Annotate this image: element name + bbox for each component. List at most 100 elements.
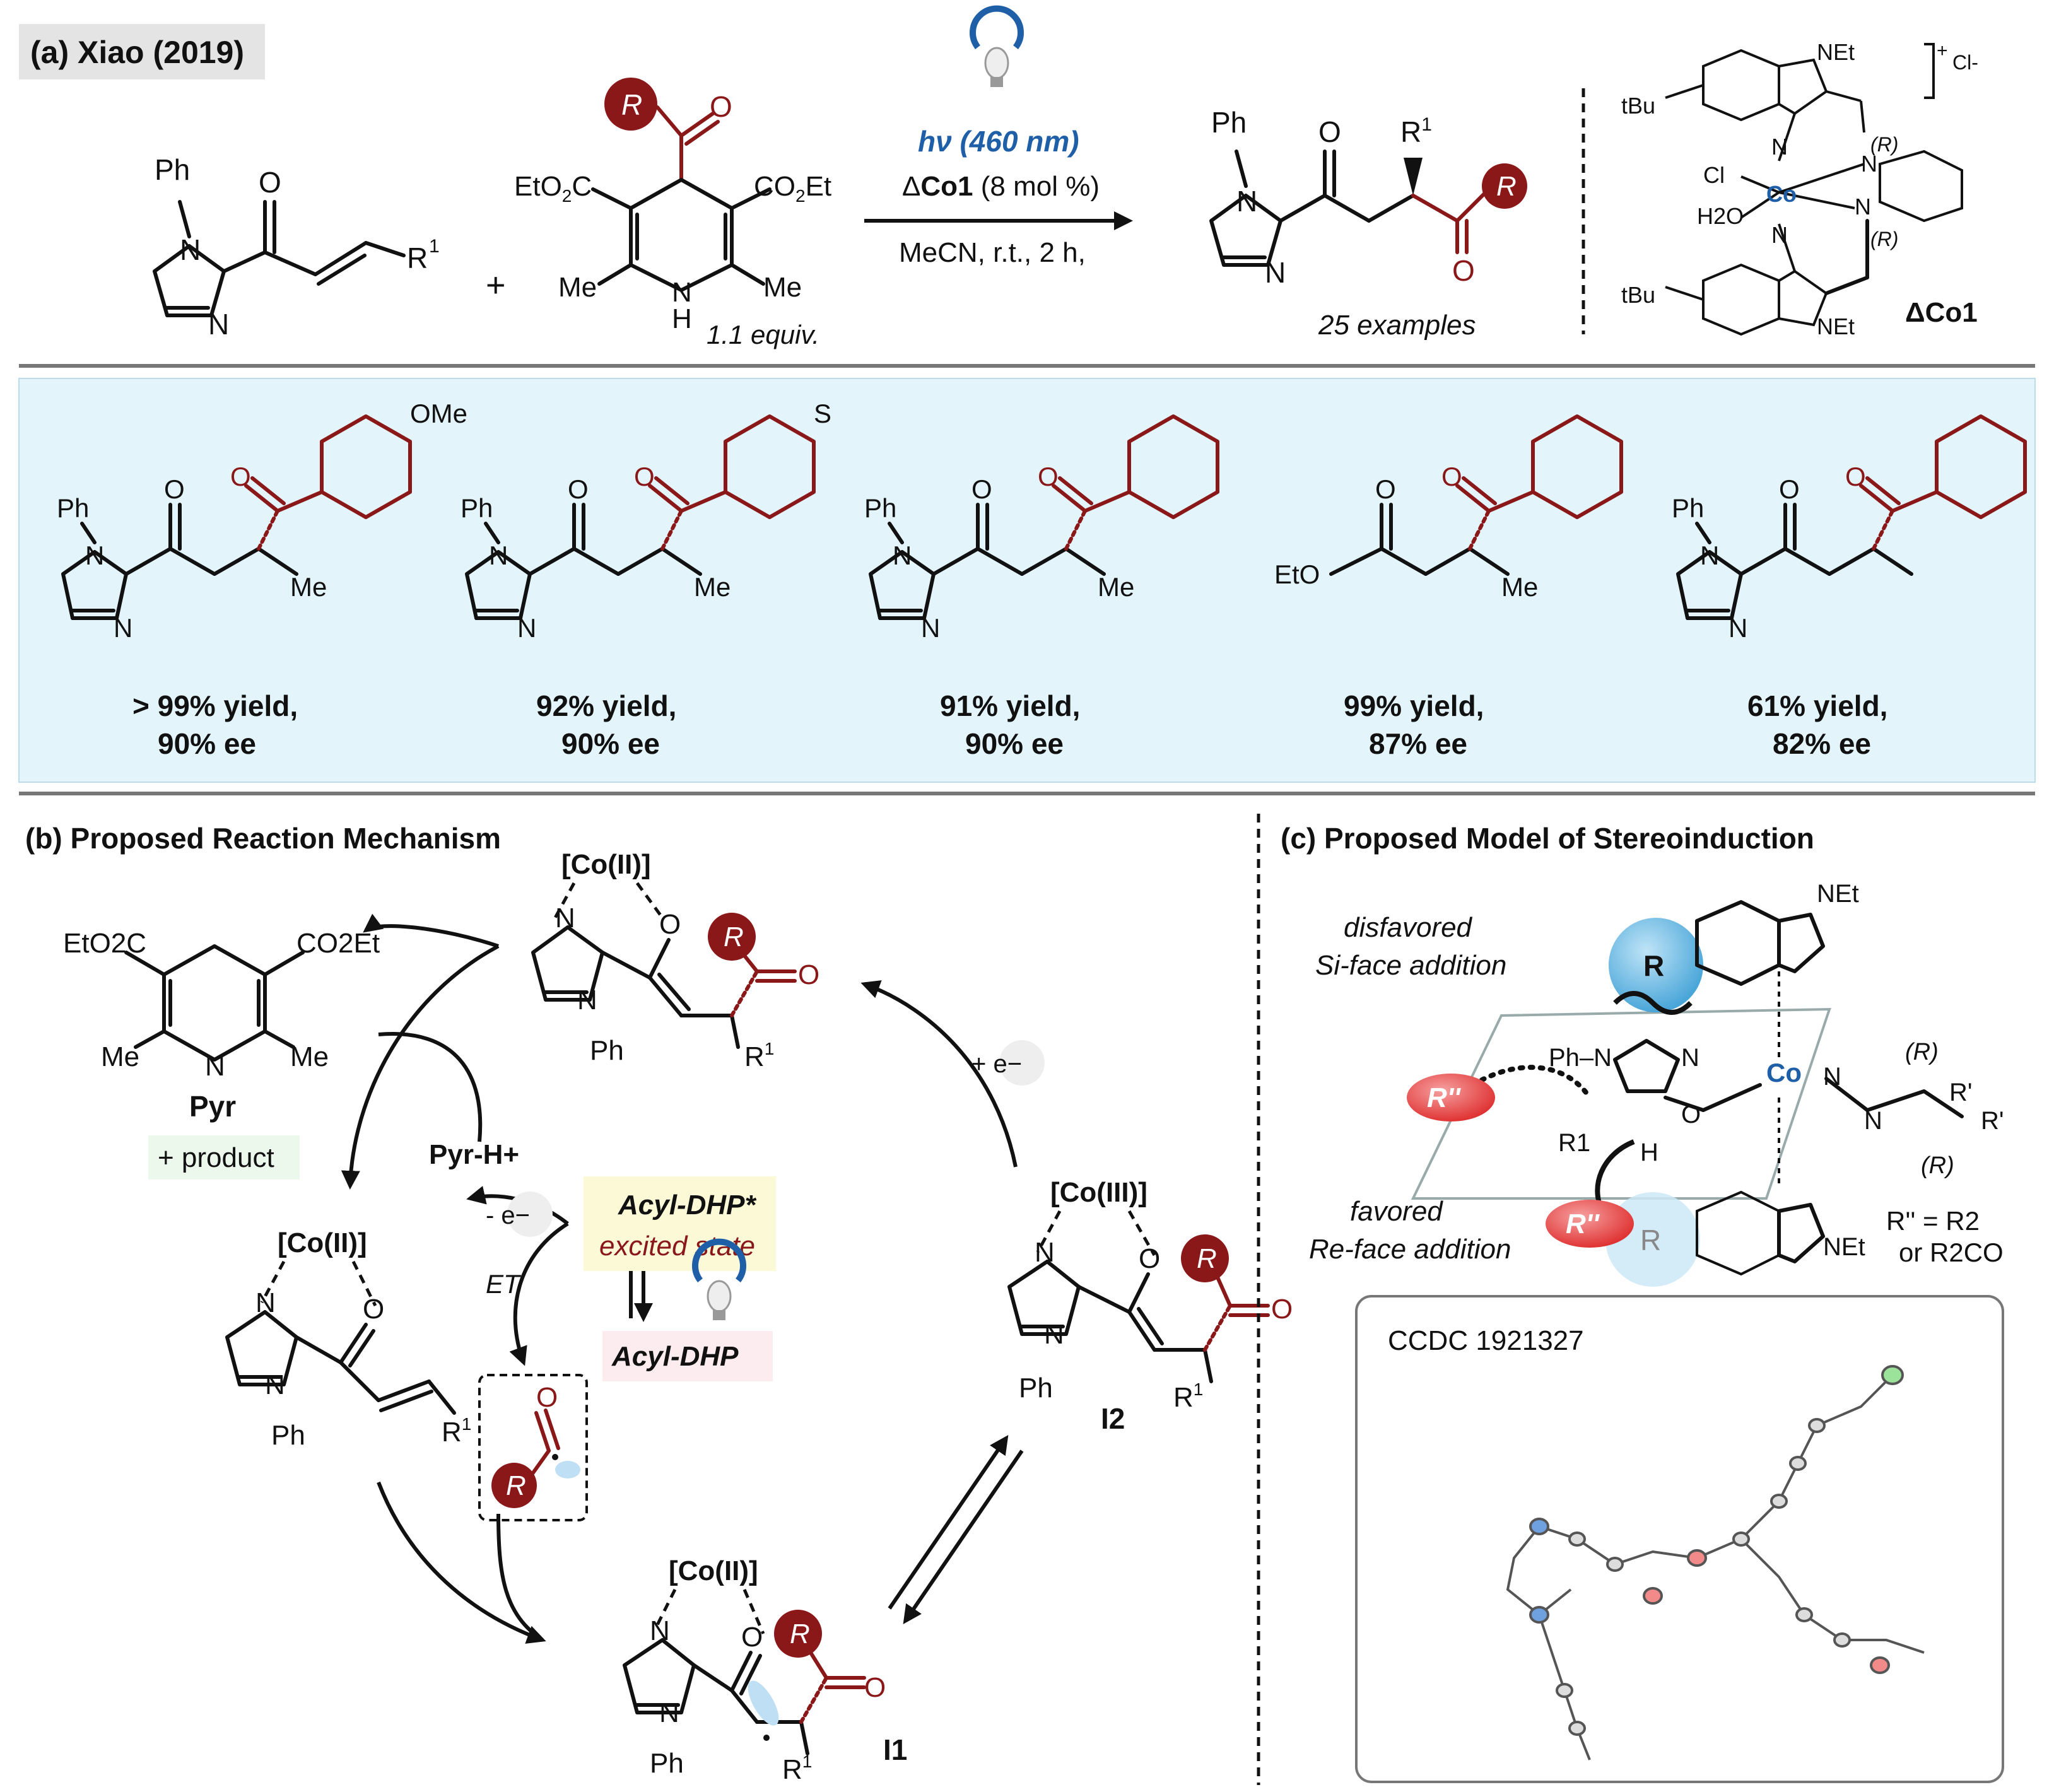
i1-o: O [741, 1622, 763, 1653]
model-n-amine1: N [1823, 1063, 1841, 1091]
section-a-title: (a) Xiao (2019) [30, 35, 244, 70]
product-o2: O [1452, 254, 1475, 287]
example-text: N [489, 541, 508, 570]
example-bond [168, 547, 216, 576]
example-text: Me [1501, 572, 1538, 602]
example-text: > 99% yield, [132, 689, 298, 722]
model-n-amine2: N [1864, 1107, 1882, 1135]
et-label: ET [486, 1269, 522, 1299]
example-bond [465, 550, 532, 620]
i1-orbital [748, 1680, 779, 1726]
example-text: 61% yield, [1747, 689, 1887, 722]
catalyst-co1: tBu tBu NEt NEt N N Cl H2O Co N N (R) (R… [1621, 39, 1978, 339]
catalyst-n-top: N [1771, 134, 1788, 160]
r-dprime-bottom-text: R'' [1566, 1209, 1600, 1239]
pyr-n: N [205, 1051, 225, 1082]
example-bond [648, 484, 683, 513]
example-bond [1487, 490, 1535, 513]
product-r: R [1496, 171, 1517, 202]
product-r1: R1 [1400, 114, 1432, 148]
example-bond [80, 522, 97, 544]
example-text: O [634, 462, 655, 491]
example-bond [1020, 547, 1068, 576]
section-b: (b) Proposed Reaction Mechanism EtO2C CO… [25, 822, 1293, 1785]
i1-r: R [790, 1619, 810, 1649]
example-bond [528, 547, 576, 576]
reactant1-o: O [259, 166, 281, 199]
disfavored-1: disfavored [1344, 912, 1473, 943]
reactant2-me-left: Me [558, 272, 597, 303]
section-c: (c) Proposed Model of Stereoinduction di… [1281, 822, 2004, 1783]
catalyst-charge: + [1937, 40, 1948, 61]
reactant1-ph: Ph [155, 153, 190, 186]
example-text: 92% yield, [536, 689, 676, 722]
intermediate-i1: [Co(II)] R O O N N Ph R1 I1 [623, 1555, 907, 1785]
model-ph-n: Ph–N [1549, 1044, 1612, 1072]
example-bond [484, 522, 500, 544]
example-text: O [971, 474, 992, 504]
arrow-radical-to-i1 [496, 1513, 544, 1642]
left-ph: Ph [271, 1420, 305, 1451]
catalyst-n-amine2: N [1855, 194, 1871, 220]
minus-e-text: - e− [486, 1202, 530, 1229]
plus-product: + product [158, 1142, 274, 1173]
example-text: N [1700, 541, 1719, 570]
example-text: N [893, 541, 912, 570]
top-r: R [724, 922, 744, 952]
example-text: Me [1098, 572, 1134, 602]
reactant2-right-ester: CO2Et [754, 171, 831, 206]
top-r1: R1 [744, 1039, 774, 1072]
example-text: Me [694, 572, 731, 602]
model-r1: R1 [1558, 1129, 1590, 1157]
crystal-structure-image [1506, 1365, 1925, 1760]
reactant1-n2: N [208, 308, 229, 341]
product-n1: N [1236, 185, 1257, 218]
product: R Ph N N O O R1 25 examples [1209, 106, 1527, 341]
example-bond [869, 550, 936, 620]
catalyst-condition: ΔCo1 (8 mol %) [902, 171, 1100, 202]
section-a: (a) Xiao (2019) Ph N N O R 1 + R [19, 5, 1978, 349]
r-group-circle [604, 78, 657, 131]
radical-dashed-box [478, 1374, 588, 1521]
ccdc-box: CCDC 1921327 [1355, 1295, 2004, 1783]
example-text: 90% ee [561, 727, 660, 760]
pyr-structure: EtO2C CO2Et Me Me N Pyr [63, 928, 380, 1123]
example-bond [1380, 547, 1428, 576]
top-o-red: O [798, 959, 819, 990]
section-a-title-bg [19, 24, 265, 79]
example-bond [1064, 509, 1087, 551]
top-o: O [659, 909, 681, 940]
example-bond [1468, 509, 1491, 551]
model-r-prime-2: R' [1981, 1107, 2004, 1135]
model-plane [1411, 1007, 1831, 1200]
i1-n2: N [659, 1697, 679, 1728]
i2-n1: N [1035, 1237, 1055, 1268]
model-r-bottom: R [1640, 1224, 1661, 1256]
i2-o-red: O [1271, 1294, 1293, 1325]
example-bond [1064, 547, 1106, 576]
example-text: O [1375, 474, 1396, 504]
example-bond [257, 547, 298, 576]
i2-co-label: [Co(III)] [1050, 1177, 1147, 1208]
left-co-label: [Co(II)] [278, 1227, 367, 1258]
bulky-group-top [1609, 918, 1703, 1012]
r-dprime-bottom [1546, 1200, 1634, 1248]
radical-o: O [536, 1382, 558, 1413]
lightbulb-icon-b [692, 1238, 746, 1320]
arrow-left-to-i1 [377, 1481, 546, 1644]
reactant-acyl-dhp: R O EtO2C CO2Et Me Me N H 1.1 equiv. [514, 78, 831, 349]
model-co: Co [1766, 1058, 1802, 1087]
example-text: N [114, 613, 132, 643]
example-bond [276, 490, 324, 513]
favored-2: Re-face addition [1309, 1234, 1511, 1265]
example-bond [888, 522, 904, 544]
model-r-prime-1: R' [1949, 1079, 1973, 1106]
example-bond [654, 476, 690, 505]
example-bond [932, 547, 980, 576]
example-bond [1828, 547, 1875, 576]
example-bond [724, 414, 816, 519]
catalyst-label: ΔCo1 [1905, 297, 1978, 328]
example-text: O [230, 462, 251, 491]
arrow-release-pyr [363, 913, 499, 948]
